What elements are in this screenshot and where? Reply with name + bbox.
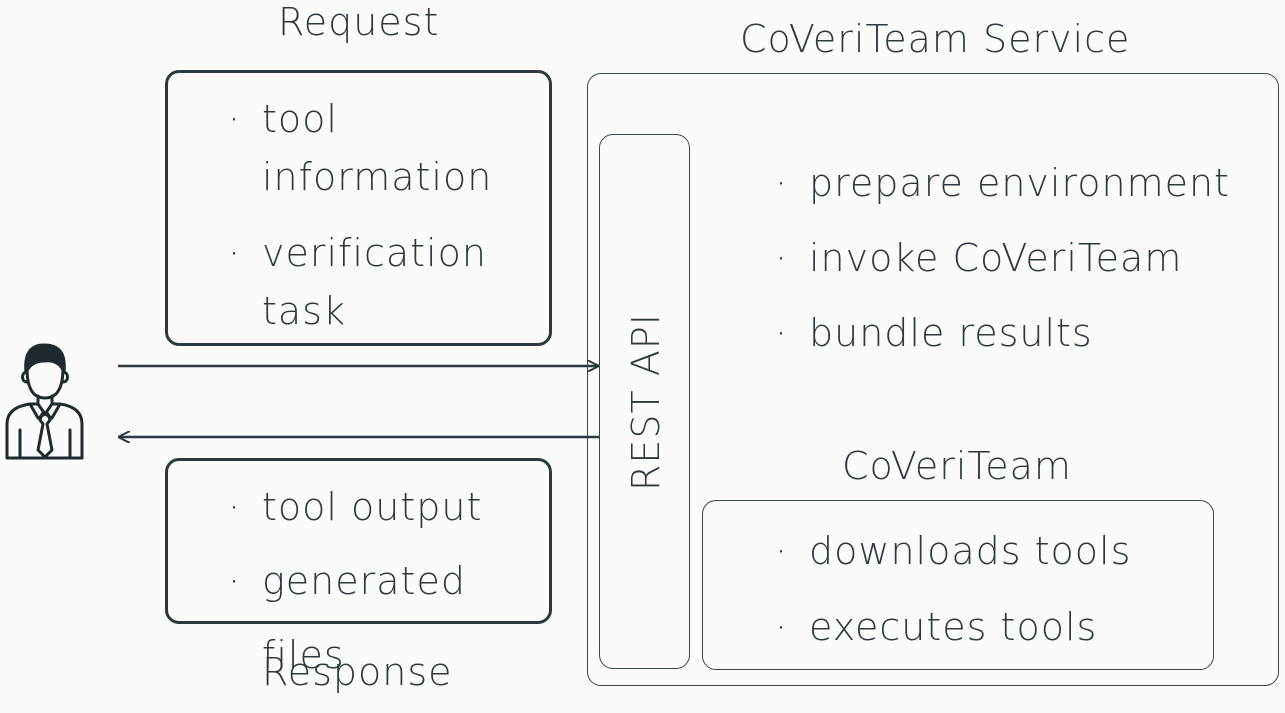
response-title: Response (262, 650, 453, 694)
response-list: tool output generated files (228, 470, 548, 692)
list-item: executes tools (775, 589, 1195, 665)
request-list: tool information verification task (228, 90, 528, 358)
coveriteam-box (702, 500, 1214, 670)
list-item: downloads tools (775, 513, 1195, 589)
coveriteam-title: CoVeriTeam (842, 444, 1072, 488)
list-item: invoke CoVeriTeam (775, 221, 1245, 296)
service-list: prepare environment invoke CoVeriTeam bu… (775, 146, 1245, 371)
list-item: generated files (228, 544, 548, 692)
rest-api-box (599, 134, 690, 669)
service-title: CoVeriTeam Service (740, 17, 1131, 61)
request-box (165, 70, 552, 346)
list-item: tool output (228, 470, 548, 544)
list-item: tool information (228, 90, 528, 206)
list-item: bundle results (775, 296, 1245, 371)
list-item: prepare environment (775, 146, 1245, 221)
service-box (587, 73, 1279, 686)
request-title: Request (278, 0, 440, 44)
coveriteam-list: downloads tools executes tools (775, 513, 1195, 665)
user-businessman-icon (5, 343, 84, 460)
list-item: verification task (228, 224, 528, 340)
